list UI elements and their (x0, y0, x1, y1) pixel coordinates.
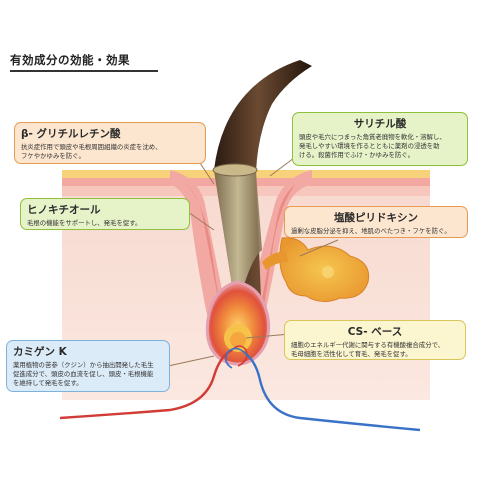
follicle-outer-sheath (170, 170, 312, 360)
callout-hinokitiol-desc: 毛根の機能をサポートし、発毛を促す。 (27, 219, 183, 228)
callout-cs-base-title: CS- ベース (347, 326, 403, 338)
callout-pyridoxine-desc: 過剰な皮脂分泌を抑え、地肌のべたつき・フケを防ぐ。 (291, 227, 461, 236)
desc-line: 促進成分で、頭皮の血流を促し、頭皮・毛根機能 (13, 370, 154, 378)
connector-hinokitiol (187, 211, 215, 231)
callout-hinokitiol-title: ヒノキチオール (27, 204, 101, 216)
connector-glycyrrhetin (197, 159, 215, 185)
callout-salicylic-title: サリチル酸 (353, 118, 407, 130)
callout-karpronium-title: カミゲン K (13, 346, 67, 358)
callout-salicylic: サリチル酸 頭皮や毛穴につまった角質老廃物を軟化・溶解し、 発毛しやすい環境を作… (292, 112, 468, 166)
desc-line: ける。殺菌作用でふけ・かゆみを防ぐ。 (299, 151, 415, 159)
desc-line: 薬用植物の苦参（クジン）から抽出開発した毛生 (13, 361, 154, 369)
callout-salicylic-desc: 頭皮や毛穴につまった角質老廃物を軟化・溶解し、 発毛しやすい環境を作るとともに薬… (299, 133, 461, 160)
artery-vessel (59, 348, 233, 420)
callout-glycyrrhetin-title: β- グリチルレチン酸 (21, 128, 121, 140)
connector-karpronium (167, 355, 215, 367)
vein-capillary (224, 347, 247, 369)
vein-vessel (245, 353, 421, 432)
follicle-inner-sheath (186, 184, 296, 320)
desc-line: 過剰な皮脂分泌を抑え、地肌のべたつき・フケを防ぐ。 (291, 227, 451, 235)
gland-highlight (322, 266, 334, 278)
desc-line: 抗炎症作用で頭皮や毛根周囲組織の炎症を沈め、 (21, 143, 162, 151)
connector-cs-base (245, 333, 291, 339)
callout-pyridoxine-title: 塩酸ピリドキシン (334, 212, 418, 224)
hair-cross-section (212, 163, 258, 177)
callout-glycyrrhetin: β- グリチルレチン酸 抗炎症作用で頭皮や毛根周囲組織の炎症を沈め、 フケやかゆ… (14, 122, 206, 164)
callout-cs-base: CS- ベース 細胞のエネルギー代謝に関与する有機酸複合成分で、 毛母細胞を活性… (284, 320, 466, 360)
gland-duct (262, 251, 288, 270)
callout-glycyrrhetin-desc: 抗炎症作用で頭皮や毛根周囲組織の炎症を沈め、 フケやかゆみを防ぐ。 (21, 143, 199, 161)
artery-capillary (231, 345, 248, 367)
callout-karpronium-desc: 薬用植物の苦参（クジン）から抽出開発した毛生 促進成分で、頭皮の血流を促し、頭皮… (13, 361, 163, 388)
callout-hinokitiol: ヒノキチオール 毛根の機能をサポートし、発毛を促す。 (20, 198, 190, 230)
page-title: 有効成分の効能・効果 (10, 53, 130, 67)
hair-root-inner (214, 165, 262, 324)
hair-bulb (205, 280, 271, 366)
callout-cs-base-desc: 細胞のエネルギー代謝に関与する有機酸複合成分で、 毛母細胞を活性化して育毛、発毛… (291, 341, 459, 359)
desc-line: 毛根の機能をサポートし、発毛を促す。 (27, 219, 142, 227)
papilla-core (230, 332, 246, 348)
desc-line: 細胞のエネルギー代謝に関与する有機酸複合成分で、 (291, 341, 445, 349)
callout-karpronium: カミゲン K 薬用植物の苦参（クジン）から抽出開発した毛生 促進成分で、頭皮の血… (6, 340, 170, 392)
desc-line: 頭皮や毛穴につまった角質老廃物を軟化・溶解し、 (299, 133, 446, 141)
title-underline (10, 70, 158, 72)
desc-line: フケやかゆみを防ぐ。 (21, 152, 85, 160)
desc-line: 毛母細胞を活性化して育毛、発毛を促す。 (291, 350, 412, 358)
desc-line: を維持して発毛を促す。 (13, 379, 83, 387)
callout-pyridoxine: 塩酸ピリドキシン 過剰な皮脂分泌を抑え、地肌のべたつき・フケを防ぐ。 (284, 206, 468, 238)
connector-pyridoxine (299, 239, 339, 257)
desc-line: 発毛しやすい環境を作るとともに薬剤の浸透を助 (299, 142, 440, 150)
